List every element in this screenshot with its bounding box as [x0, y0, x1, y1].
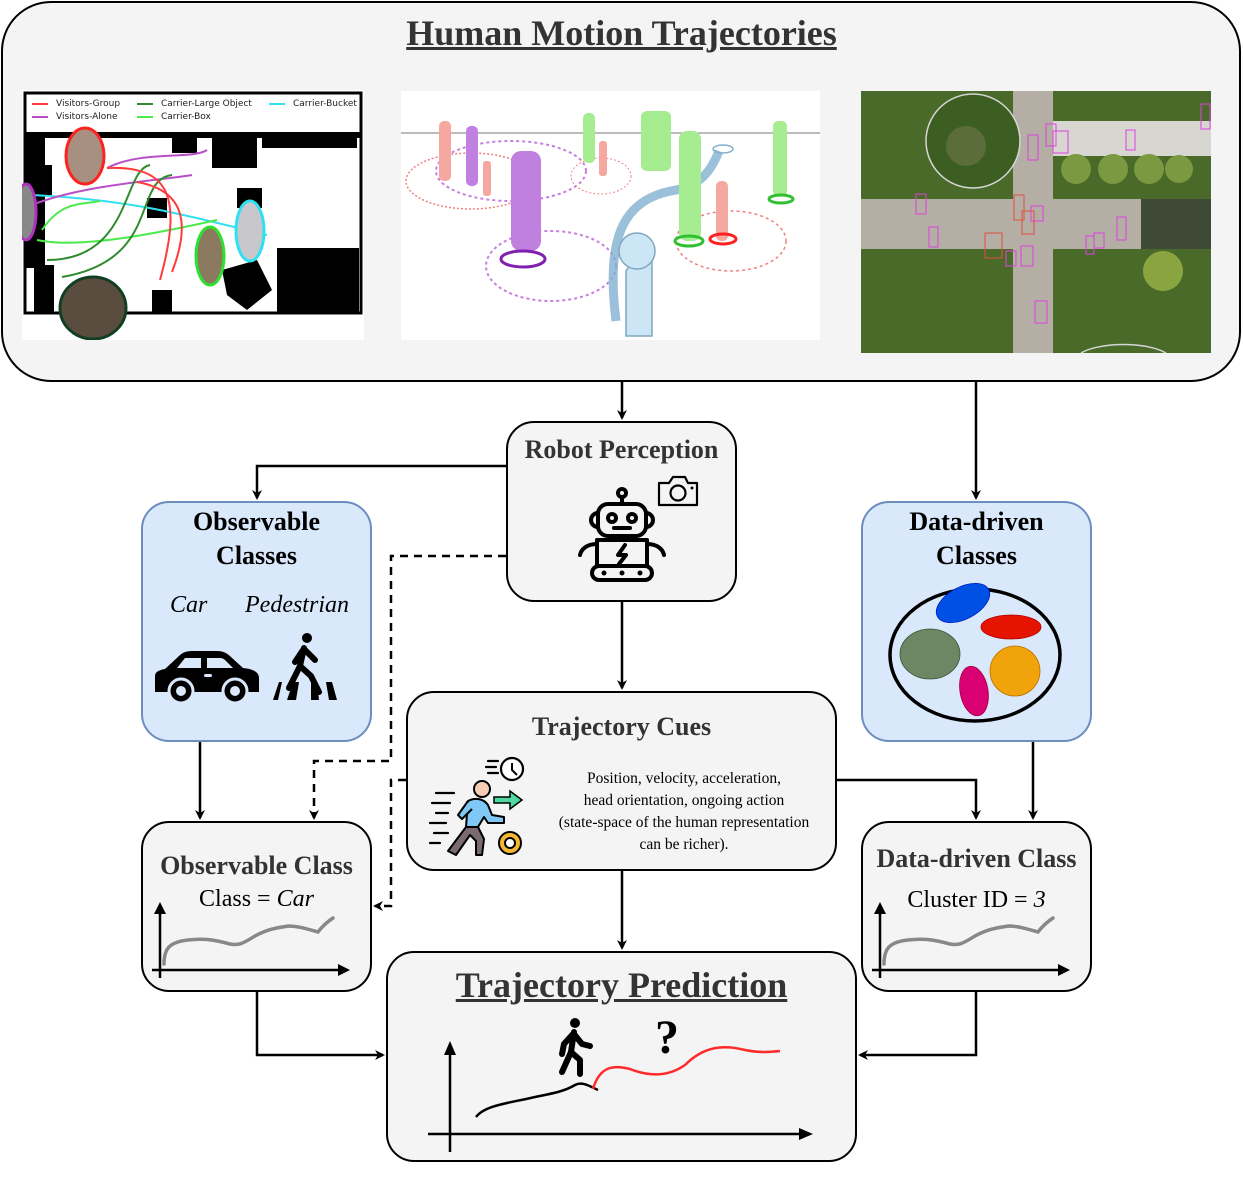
trajectory-cues-title: Trajectory Cues	[531, 712, 712, 741]
running-person-icon	[428, 756, 525, 856]
predicted-trajectory	[591, 1045, 781, 1090]
legend-label: Visitors-Alone	[56, 112, 118, 122]
observable-class-box	[141, 821, 372, 992]
cluster-red	[980, 614, 1042, 640]
trajectory-prediction-title: Trajectory Prediction	[455, 965, 788, 1005]
observable-classes-title-line1: Observable	[192, 507, 321, 536]
data-driven-class-title: Data-driven Class	[876, 844, 1077, 873]
camera-icon	[657, 475, 699, 507]
class-label-prefix: Class =	[199, 886, 277, 912]
observable-classes-title-line2: Classes	[216, 541, 297, 570]
data-driven-classes-title-line2: Classes	[936, 541, 1017, 570]
arrow-observable-class-to-prediction	[255, 992, 385, 1060]
robot-perception-title: Robot Perception	[524, 435, 719, 464]
trajectory-prediction-plot	[428, 1041, 813, 1152]
observable-class-plot	[152, 902, 350, 978]
arrow-robot-to-observable-classes	[252, 464, 506, 500]
data-driven-class-label: Cluster ID = 3	[861, 887, 1092, 914]
cluster-label-prefix: Cluster ID =	[907, 887, 1034, 913]
pedestrian-crossing-icon	[273, 633, 337, 700]
class-pedestrian-label: Pedestrian	[245, 592, 349, 618]
data-driven-classes-title: Data-driven Classes	[861, 505, 1092, 573]
observable-class-title: Observable Class	[160, 851, 353, 880]
legend-label: Carrier-Large Object	[161, 99, 252, 109]
data-driven-class-plot	[872, 902, 1070, 978]
unknown-future-question-mark: ?	[655, 1011, 679, 1064]
cluster-orange	[989, 645, 1041, 697]
legend-label: Carrier-Box	[161, 112, 211, 122]
cluster-label-value: 3	[1033, 887, 1046, 913]
dashed-cues-to-observable-class	[373, 778, 406, 911]
class-label-value: Car	[276, 886, 314, 912]
cluster-blue	[935, 582, 991, 624]
indoor-tracking-map: Visitors-Group Visitors-Alone Carrier-La…	[14, 90, 364, 341]
observable-classes-title: Observable Classes	[141, 505, 372, 573]
trajectory-prediction-box	[386, 951, 857, 1162]
robot-icon	[578, 487, 666, 582]
human-motion-trajectories-title: Human Motion Trajectories	[406, 13, 837, 53]
legend-label: Carrier-Bucket	[293, 99, 357, 109]
cluster-green	[899, 628, 961, 680]
past-trajectory	[475, 1082, 599, 1118]
data-driven-classes-title-line1: Data-driven	[909, 507, 1044, 536]
cluster-magenta	[959, 665, 989, 717]
data-driven-class-box	[861, 821, 1092, 992]
observable-class-label: Class = Car	[141, 886, 372, 913]
cues-line: (state-space of the human representation	[558, 814, 810, 831]
aerial-pedestrian-detections	[861, 91, 1211, 353]
arrow-cues-to-datadriven-class	[837, 778, 981, 820]
walking-person-icon	[559, 1018, 593, 1077]
car-icon	[155, 651, 259, 704]
social-groups-illustration	[401, 91, 820, 340]
class-car-label: Car	[170, 592, 208, 618]
legend-label: Visitors-Group	[56, 99, 121, 109]
cues-line: can be richer).	[639, 836, 729, 853]
trajectory-cues-description: Position, velocity, acceleration, head o…	[534, 768, 834, 856]
arrow-datadriven-class-to-prediction	[858, 992, 978, 1060]
cues-line: Position, velocity, acceleration,	[587, 770, 781, 787]
cues-line: head orientation, ongoing action	[583, 792, 785, 809]
cluster-diagram	[888, 582, 1062, 723]
